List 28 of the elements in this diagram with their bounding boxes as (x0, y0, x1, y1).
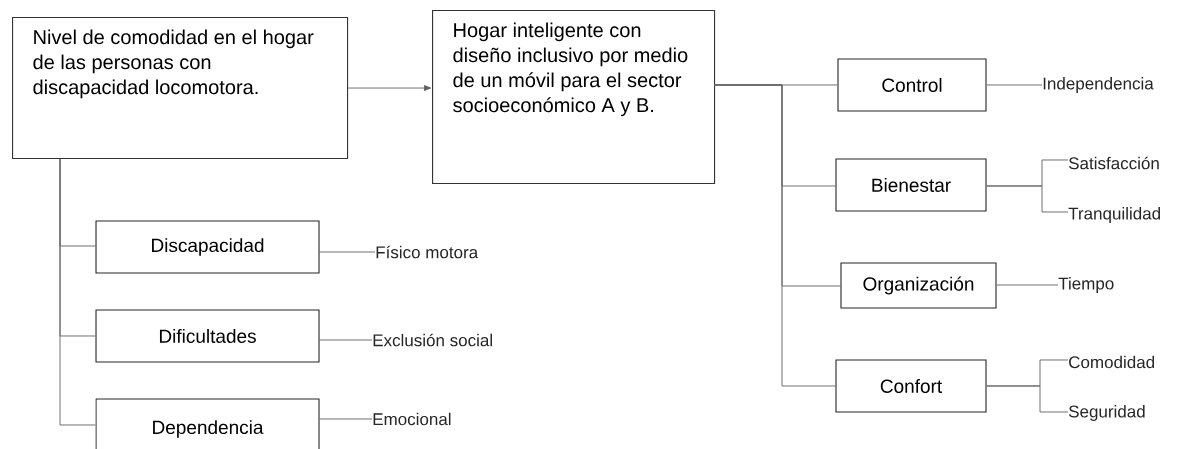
item-label: Emocional (373, 412, 451, 426)
connector-line (59, 158, 96, 426)
item-label: Tranquilidad (1068, 207, 1160, 223)
connector-line (319, 251, 376, 253)
category-box: Confort (835, 359, 987, 413)
category-box: Control (837, 58, 987, 112)
connector-line (986, 185, 1069, 213)
item-label: Seguridad (1068, 405, 1145, 421)
item-label: Tiempo (1058, 277, 1114, 293)
connector-line (347, 85, 432, 91)
category-box: Organización (840, 262, 997, 309)
category-box: Discapacidad (95, 220, 320, 274)
connector-line (713, 84, 836, 387)
category-box: Dependencia (95, 398, 320, 449)
connector-line (986, 84, 1043, 86)
text-box: Nivel de comodidad en el hogar de las personas con discapacidad locomotora. (12, 17, 349, 160)
category-box: Bienestar (835, 158, 987, 212)
text-box: Hogar inteligente con diseño inclusivo por medio de un móvil para el sector socioeconómico A y B. (432, 10, 716, 185)
item-label: Comodidad (1069, 355, 1155, 369)
connector-line (996, 284, 1059, 286)
item-label: Exclusión social (373, 333, 492, 347)
item-label: Independencia (1043, 77, 1154, 93)
connector-line (319, 339, 373, 341)
category-box: Dificultades (95, 309, 320, 363)
connector-line (319, 418, 373, 420)
connector-line (986, 385, 1069, 413)
item-label: Físico motora (376, 245, 479, 259)
item-label: Satisfacción (1068, 156, 1159, 170)
